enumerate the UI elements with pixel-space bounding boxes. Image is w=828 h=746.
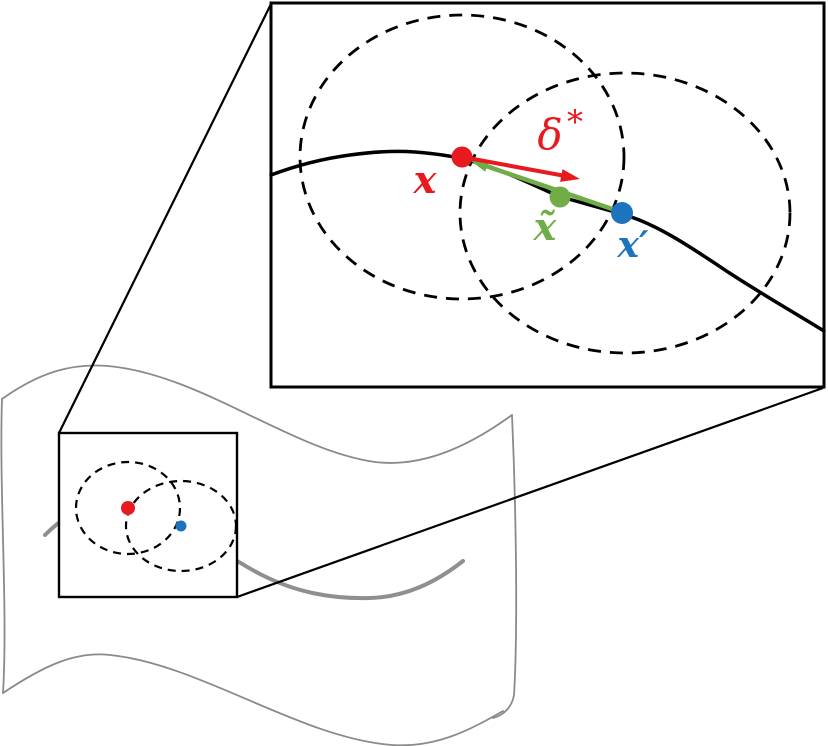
overview-box bbox=[57, 431, 239, 599]
original-point bbox=[451, 146, 473, 168]
perturbation-vector bbox=[467, 156, 580, 182]
sheet-left-edge bbox=[0, 398, 6, 694]
projection-point-label: x̃ bbox=[533, 204, 558, 249]
projection-point bbox=[549, 186, 571, 208]
epsilon-ball-small-adversarial bbox=[124, 479, 238, 573]
zoom-connector-top bbox=[58, 3, 272, 434]
epsilon-ball-large-original bbox=[298, 13, 626, 301]
inset-box bbox=[269, 1, 826, 389]
adversarial-point bbox=[611, 202, 633, 224]
epsilon-ball-large-adversarial bbox=[458, 71, 792, 355]
sheet-bottom-edge bbox=[2, 653, 504, 746]
epsilon-ball-small-original bbox=[74, 460, 182, 556]
perturbation-label: δ bbox=[537, 110, 562, 159]
sheet-top-edge bbox=[1, 364, 513, 464]
projection-vector-arrowhead bbox=[471, 161, 489, 172]
manifold-sheet bbox=[0, 364, 518, 746]
adversarial-point-small bbox=[175, 520, 187, 532]
original-point-small bbox=[121, 501, 135, 515]
perturbation-vector-shaft bbox=[467, 156, 563, 178]
zoom-connector-bottom bbox=[236, 386, 824, 599]
overview-box-group bbox=[57, 431, 239, 599]
perturbation-vector-arrowhead bbox=[560, 169, 580, 182]
perturbation-label-superscript: * bbox=[567, 103, 583, 141]
original-point-label: x bbox=[413, 157, 438, 202]
inset-box-group: δ * x x̃ x′ bbox=[269, 1, 826, 389]
sheet-right-edge bbox=[492, 414, 518, 719]
adversarial-point-label: x′ bbox=[617, 224, 649, 266]
